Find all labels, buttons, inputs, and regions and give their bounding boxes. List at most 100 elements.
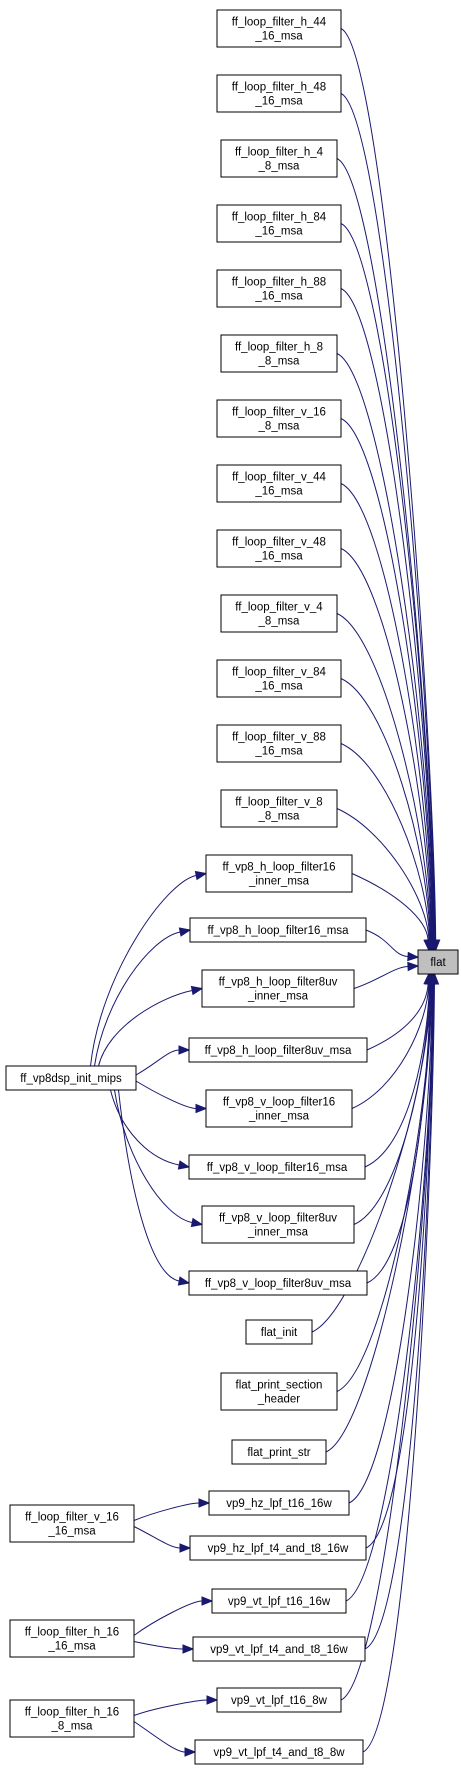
node-v-44-16-box: [216, 464, 342, 503]
node-v-88-16[interactable]: ff_loop_filter_v_88_16_msa: [216, 724, 342, 763]
node-v-16-16-box: [9, 1504, 135, 1543]
node-vp8-v16-inner-box: [205, 1089, 353, 1128]
node-vp9-vt-t4t8-16-label: vp9_vt_lpf_t4_and_t8_16w: [210, 1644, 348, 1656]
node-vp9-vt-t4t8-8-box: [194, 1739, 364, 1765]
edge-flat-print-str-to-flat: [325, 983, 433, 1453]
node-vp9-hz-t16[interactable]: vp9_hz_lpf_t16_16w: [208, 1490, 350, 1516]
node-vp8-h16-inner-label: ff_vp8_h_loop_filter16: [223, 862, 336, 874]
node-vp8-h16[interactable]: ff_vp8_h_loop_filter16_msa: [189, 917, 367, 943]
edge-h-16-16-to-vp9-vt-t4t8-16: [133, 1641, 184, 1650]
edge-vp8dsp-init-to-vp8-v16-inner: [135, 1080, 197, 1109]
edge-v-48-16-to-flat: [340, 548, 432, 941]
node-vp9-hz-t4t8-label: vp9_hz_lpf_t4_and_t8_16w: [208, 1543, 349, 1555]
node-v-16-8[interactable]: ff_loop_filter_v_16 _8_msa: [216, 399, 342, 438]
node-flat-target[interactable]: flat: [417, 949, 459, 975]
edge-h-84-16-to-flat: [340, 223, 435, 941]
node-h-4-8[interactable]: ff_loop_filter_h_4_8_msa: [220, 139, 338, 178]
node-vp8dsp-init-label: ff_vp8dsp_init_mips: [20, 1073, 122, 1085]
node-h-88-16[interactable]: ff_loop_filter_h_88_16_msa: [216, 269, 342, 308]
edge-vp8dsp-init-to-vp8-h16: [94, 931, 181, 1067]
node-h-48-16[interactable]: ff_loop_filter_h_48_16_msa: [216, 74, 342, 113]
node-h-16-8[interactable]: ff_loop_filter_h_16 _8_msa: [9, 1699, 135, 1738]
node-vp9-vt-t16-16-label: vp9_vt_lpf_t16_16w: [228, 1596, 331, 1608]
node-h-8-8-box: [220, 334, 338, 373]
node-v-48-16[interactable]: ff_loop_filter_v_48_16_msa: [216, 529, 342, 568]
node-vp8-v8uv-inner[interactable]: ff_vp8_v_loop_filter8uv_inner_msa: [201, 1205, 355, 1244]
edge-v-16-16-to-vp9-hz-t4t8-arrowhead: [179, 1543, 192, 1553]
edge-v-84-16-to-flat: [340, 678, 431, 941]
edge-vp8dsp-init-to-vp8-v8uv: [118, 1089, 180, 1282]
node-v-4-8-box: [220, 594, 338, 633]
edge-vp8-v16-to-flat: [364, 983, 430, 1168]
node-vp8-v16[interactable]: ff_vp8_v_loop_filter16_msa: [188, 1154, 366, 1180]
node-v-44-16[interactable]: ff_loop_filter_v_44_16_msa: [216, 464, 342, 503]
node-v-8-8-label: ff_loop_filter_v_8: [235, 797, 322, 809]
edge-v-8-8-to-flat: [336, 808, 430, 941]
node-h-16-8-label: ff_loop_filter_h_16: [25, 1707, 119, 1719]
node-vp8-h8uv-box: [188, 1037, 368, 1063]
node-vp9-vt-t4t8-8[interactable]: vp9_vt_lpf_t4_and_t8_8w: [194, 1739, 364, 1765]
node-h-8-8[interactable]: ff_loop_filter_h_8_8_msa: [220, 334, 338, 373]
node-v-16-16-label: ff_loop_filter_v_16: [25, 1512, 119, 1524]
edge-h-16-8-to-vp9-vt-t16-8: [133, 1699, 208, 1716]
node-h-16-16[interactable]: ff_loop_filter_h_16_16_msa: [9, 1619, 135, 1658]
edge-vp8dsp-init-to-vp8-v8uv-arrowhead: [177, 1276, 191, 1286]
node-vp8-v8uv-inner-label: ff_vp8_v_loop_filter8uv: [219, 1213, 337, 1225]
node-h-16-8-label: _8_msa: [51, 1721, 94, 1733]
node-v-16-16-label: _16_msa: [47, 1526, 96, 1538]
edge-v-4-8-to-flat: [336, 613, 432, 941]
node-v-84-16-label: ff_loop_filter_v_84: [232, 667, 326, 679]
node-flat-print-section-header-box: [220, 1372, 338, 1411]
node-vp8-h16-inner-label: _inner_msa: [248, 876, 310, 888]
node-vp9-hz-t16-box: [208, 1490, 350, 1516]
node-vp8-h8uv-inner[interactable]: ff_vp8_h_loop_filter8uv_inner_msa: [201, 969, 355, 1008]
node-vp9-hz-t4t8[interactable]: vp9_hz_lpf_t4_and_t8_16w: [189, 1535, 367, 1561]
edge-vp8dsp-init-to-vp8-h8uv-inner: [98, 989, 193, 1067]
node-flat-init[interactable]: flat_init: [245, 1319, 313, 1345]
node-vp8-v16-inner-label: _inner_msa: [248, 1111, 310, 1123]
node-h-84-16[interactable]: ff_loop_filter_h_84_16_msa: [216, 204, 342, 243]
node-vp8-v8uv-label: ff_vp8_v_loop_filter8uv_msa: [205, 1278, 352, 1290]
node-vp8-v8uv[interactable]: ff_vp8_v_loop_filter8uv_msa: [188, 1270, 368, 1296]
node-v-48-16-label: ff_loop_filter_v_48: [232, 537, 326, 549]
edge-h-44-16-to-flat: [340, 28, 437, 941]
edge-h-16-8-to-vp9-vt-t4t8-8-arrowhead: [184, 1747, 197, 1757]
node-vp9-vt-t4t8-16[interactable]: vp9_vt_lpf_t4_and_t8_16w: [192, 1636, 366, 1662]
node-h-16-16-box: [9, 1619, 135, 1658]
node-vp9-vt-t16-16[interactable]: vp9_vt_lpf_t16_16w: [211, 1588, 347, 1614]
node-vp9-vt-t16-8-label: vp9_vt_lpf_t16_8w: [231, 1695, 328, 1707]
node-v-84-16[interactable]: ff_loop_filter_v_84_16_msa: [216, 659, 342, 698]
node-v-8-8[interactable]: ff_loop_filter_v_8_8_msa: [220, 789, 338, 828]
node-h-44-16-box: [216, 9, 342, 48]
node-v-16-8-label: ff_loop_filter_v_16: [232, 407, 326, 419]
node-h-44-16[interactable]: ff_loop_filter_h_44_16_msa: [216, 9, 342, 48]
node-h-4-8-label: _8_msa: [258, 161, 301, 173]
node-flat-print-section-header[interactable]: flat_print_section_header: [220, 1372, 338, 1411]
node-vp8-h16-inner[interactable]: ff_vp8_h_loop_filter16 _inner_msa: [205, 854, 353, 893]
edge-vp9-vt-t4t8-16-to-flat: [364, 983, 435, 1650]
node-h-16-16-label: ff_loop_filter_h_16: [25, 1627, 119, 1639]
node-h-88-16-box: [216, 269, 342, 308]
node-vp8dsp-init-box: [5, 1065, 137, 1091]
node-vp8dsp-init[interactable]: ff_vp8dsp_init_mips: [5, 1065, 137, 1091]
node-vp8-h16-label: ff_vp8_h_loop_filter16_msa: [207, 925, 349, 937]
node-vp8-v8uv-inner-box: [201, 1205, 355, 1244]
node-vp8-v16-inner[interactable]: ff_vp8_v_loop_filter16_inner_msa: [205, 1089, 353, 1128]
node-vp9-vt-t16-8[interactable]: vp9_vt_lpf_t16_8w: [216, 1687, 342, 1713]
node-v-4-8-label: ff_loop_filter_v_4: [235, 602, 323, 614]
node-flat-target-box: [417, 949, 459, 975]
node-v-16-16[interactable]: ff_loop_filter_v_16 _16_msa: [9, 1504, 135, 1543]
edge-vp8dsp-init-to-vp8-h8uv-inner-arrowhead: [190, 985, 204, 996]
node-v-4-8[interactable]: ff_loop_filter_v_4_8_msa: [220, 594, 338, 633]
node-vp8-h8uv[interactable]: ff_vp8_h_loop_filter8uv_msa: [188, 1037, 368, 1063]
node-v-16-8-label: _8_msa: [258, 421, 301, 433]
edge-vp8dsp-init-to-vp8-h16-inner-arrowhead: [194, 870, 208, 881]
edge-v-16-16-to-vp9-hz-t16: [133, 1502, 200, 1521]
edge-vp9-hz-t4t8-to-flat: [365, 983, 434, 1549]
node-vp9-vt-t16-16-box: [211, 1588, 347, 1614]
edge-vp8dsp-init-to-vp8-h16-arrowhead: [178, 927, 192, 937]
node-flat-print-str[interactable]: flat_print_str: [231, 1439, 327, 1465]
node-v-88-16-box: [216, 724, 342, 763]
node-v-44-16-label: ff_loop_filter_v_44: [232, 472, 326, 484]
